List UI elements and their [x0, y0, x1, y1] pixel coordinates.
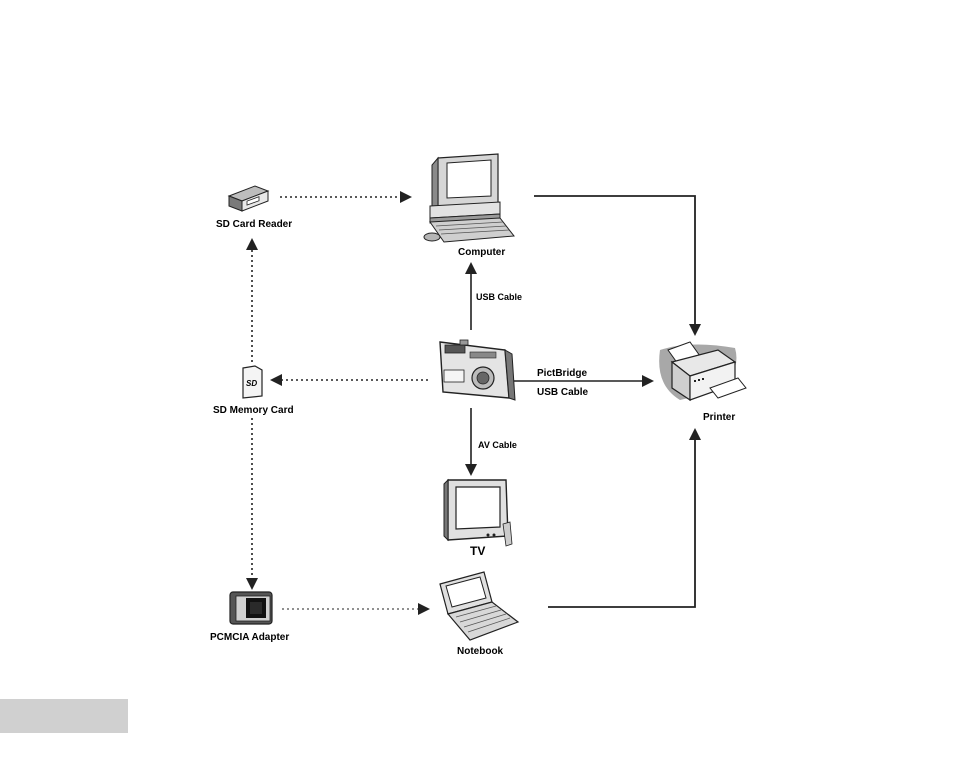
notebook-to-printer-arrow	[548, 428, 701, 608]
computer-icon	[423, 153, 515, 243]
printer-icon	[659, 341, 747, 402]
pcmcia-adapter-icon	[229, 591, 273, 625]
tv-icon	[443, 478, 513, 547]
sd-card-reader-label: SD Card Reader	[216, 219, 292, 230]
usb-cable-label-computer: USB Cable	[476, 292, 522, 302]
sd-memory-card-icon: SD	[242, 365, 263, 399]
pictbridge-label: PictBridge	[537, 368, 587, 379]
usb-cable-label-printer: USB Cable	[537, 387, 589, 398]
sd-memory-card-label: SD Memory Card	[213, 405, 294, 416]
connections	[246, 191, 701, 615]
camera-icon	[439, 339, 516, 401]
printer-label: Printer	[703, 412, 735, 423]
tv-label: TV	[470, 544, 485, 558]
page-tab	[0, 699, 128, 733]
pcmcia-adapter-label: PCMCIA Adapter	[210, 632, 289, 643]
labels: SD Card Reader Computer USB Cable SD Mem…	[210, 219, 735, 657]
notebook-label: Notebook	[457, 646, 504, 657]
sd-logo: SD	[246, 379, 257, 388]
computer-to-printer-arrow	[534, 195, 701, 336]
sd-card-reader-icon	[227, 185, 270, 212]
av-cable-label: AV Cable	[478, 440, 517, 450]
notebook-icon	[439, 571, 520, 641]
computer-label: Computer	[458, 247, 505, 258]
